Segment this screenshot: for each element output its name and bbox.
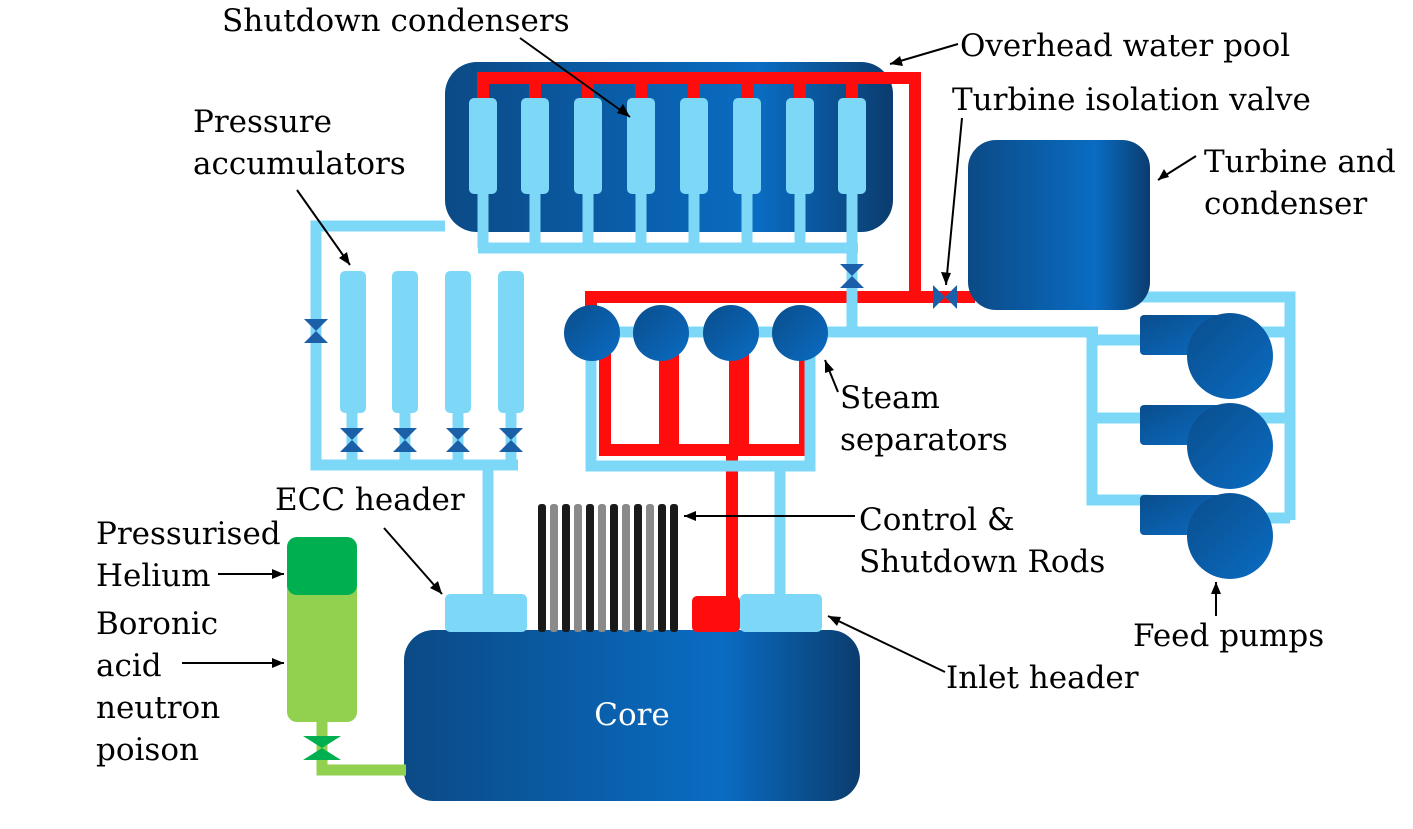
accumulator-valve-1 <box>340 428 364 452</box>
core <box>404 630 860 801</box>
overhead-water-pool <box>445 62 893 232</box>
accumulator-valve-3 <box>446 428 470 452</box>
steam-separators <box>564 305 828 361</box>
label-overhead-water-pool: Overhead water pool <box>960 28 1290 64</box>
control-shutdown-rods <box>538 504 678 632</box>
label-pressurised-helium-2: Helium <box>96 558 211 594</box>
label-turbine-and-condenser-2: condenser <box>1204 186 1367 222</box>
shutdown-condensers <box>469 98 866 194</box>
label-pressure-accumulators-2: accumulators <box>193 146 406 182</box>
label-pressurised-helium-1: Pressurised <box>96 516 281 552</box>
accumulator-valve-2 <box>393 428 417 452</box>
outlet-header <box>692 596 740 632</box>
valves <box>304 264 957 452</box>
pressurised-helium-tank <box>287 537 357 595</box>
leader-lines <box>182 37 1217 673</box>
label-boronic-acid-3: neutron <box>96 690 220 726</box>
poison-line <box>316 718 406 776</box>
label-control-rods-2: Shutdown Rods <box>859 544 1105 580</box>
label-inlet-header: Inlet header <box>946 660 1139 696</box>
boronic-acid-tank <box>287 560 357 722</box>
label-steam-separators-2: separators <box>840 422 1008 458</box>
turbine-and-condenser <box>968 140 1150 310</box>
pressure-accumulators <box>340 271 524 413</box>
core-label: Core <box>594 697 670 733</box>
label-ecc-header: ECC header <box>275 482 465 518</box>
label-feed-pumps: Feed pumps <box>1133 618 1324 654</box>
label-turbine-and-condenser-1: Turbine and <box>1204 144 1396 180</box>
arrow-heads <box>272 56 1221 668</box>
condenser-return-valve <box>840 264 864 288</box>
label-boronic-acid-4: poison <box>96 732 199 768</box>
poison-valve <box>303 736 341 760</box>
ecc-header <box>445 594 527 632</box>
accumulator-valve-4 <box>499 428 523 452</box>
turbine-isolation-valve <box>933 285 957 309</box>
label-shutdown-condensers: Shutdown condensers <box>222 3 570 39</box>
label-control-rods-1: Control & <box>859 502 1015 538</box>
label-steam-separators-1: Steam <box>840 380 940 416</box>
inlet-header <box>740 594 822 632</box>
label-boronic-acid-1: Boronic <box>96 606 218 642</box>
ecc-line-valve <box>304 319 328 343</box>
feed-pumps <box>1140 313 1273 579</box>
label-pressure-accumulators-1: Pressure <box>193 104 332 140</box>
labels: Shutdown condensers Overhead water pool … <box>96 3 1396 768</box>
label-boronic-acid-2: acid <box>96 648 162 684</box>
steam-pipes <box>477 72 975 598</box>
label-turbine-isolation-valve: Turbine isolation valve <box>952 82 1311 118</box>
